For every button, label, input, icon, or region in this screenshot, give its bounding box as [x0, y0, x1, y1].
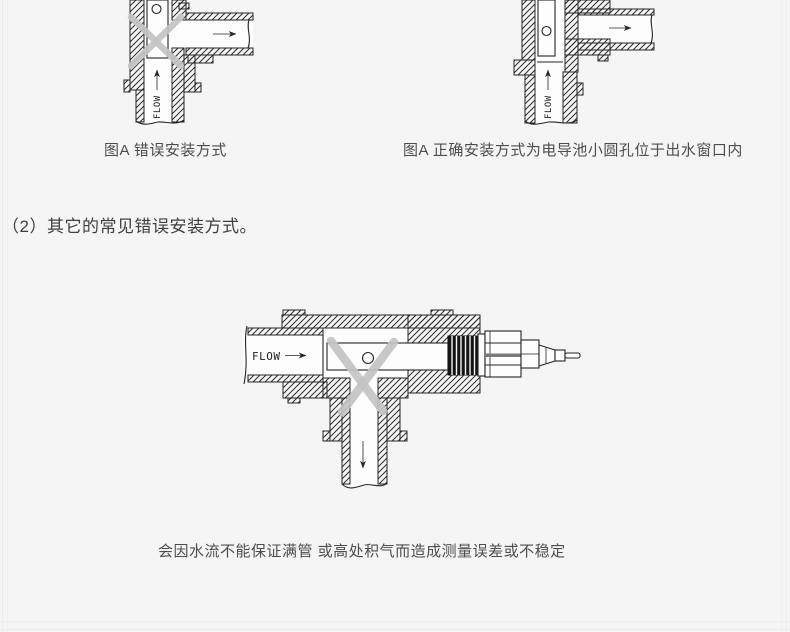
- section-heading: （2）其它的常见错误安装方式。: [2, 217, 257, 236]
- sensor-hole-icon: [151, 3, 162, 15]
- caption-figure-a-correct: 图A 正确安装方式为电导池小圆孔位于出水窗口内: [403, 142, 743, 159]
- pipe-break-bottom: [135, 119, 185, 125]
- flow-label: FLOW: [544, 95, 554, 119]
- cross-mark-icon: [127, 13, 185, 70]
- pipe-walls: [123, 0, 254, 123]
- figure-a-wrong-install: FLOW: [123, 0, 254, 125]
- page-edge-right-inner: [781, 0, 782, 632]
- cross-mark-icon: [326, 336, 399, 417]
- sensor-chamber: [555, 0, 565, 62]
- figure-a-correct-install: FLOW: [513, 0, 655, 125]
- pipe-break-bottom: [341, 482, 388, 489]
- inlet-channel: [243, 335, 323, 375]
- page-edge-left-inner: [7, 0, 8, 632]
- outlet-channel: [578, 15, 654, 43]
- pipe-break-bottom: [524, 119, 578, 125]
- cable-connector: [477, 330, 581, 378]
- section-divider-upper: [0, 621, 790, 622]
- pipe-break-right: [247, 19, 250, 49]
- flow-label: FLOW: [252, 350, 281, 363]
- caption-bottom-warning: 会因水流不能保证满管 或高处积气而造成测量误差或不稳定: [158, 543, 566, 560]
- pipe-break-left: [243, 325, 248, 385]
- sensor-hole-icon: [541, 25, 552, 37]
- flow-label: FLOW: [153, 95, 163, 119]
- sensor-hole-icon: [361, 351, 375, 365]
- section-divider-lower: [0, 629, 790, 630]
- page-edge-right-outer: [786, 0, 787, 632]
- caption-figure-a-wrong: 图A 错误安装方式: [104, 142, 227, 159]
- pipe-walls: [513, 0, 655, 124]
- thread-section: [447, 335, 479, 376]
- outlet-channel: [172, 20, 253, 48]
- page-edge-left-outer: [2, 0, 3, 632]
- pipe-break-right: [650, 14, 653, 44]
- figure-wrong-install-large: FLOW: [243, 309, 581, 489]
